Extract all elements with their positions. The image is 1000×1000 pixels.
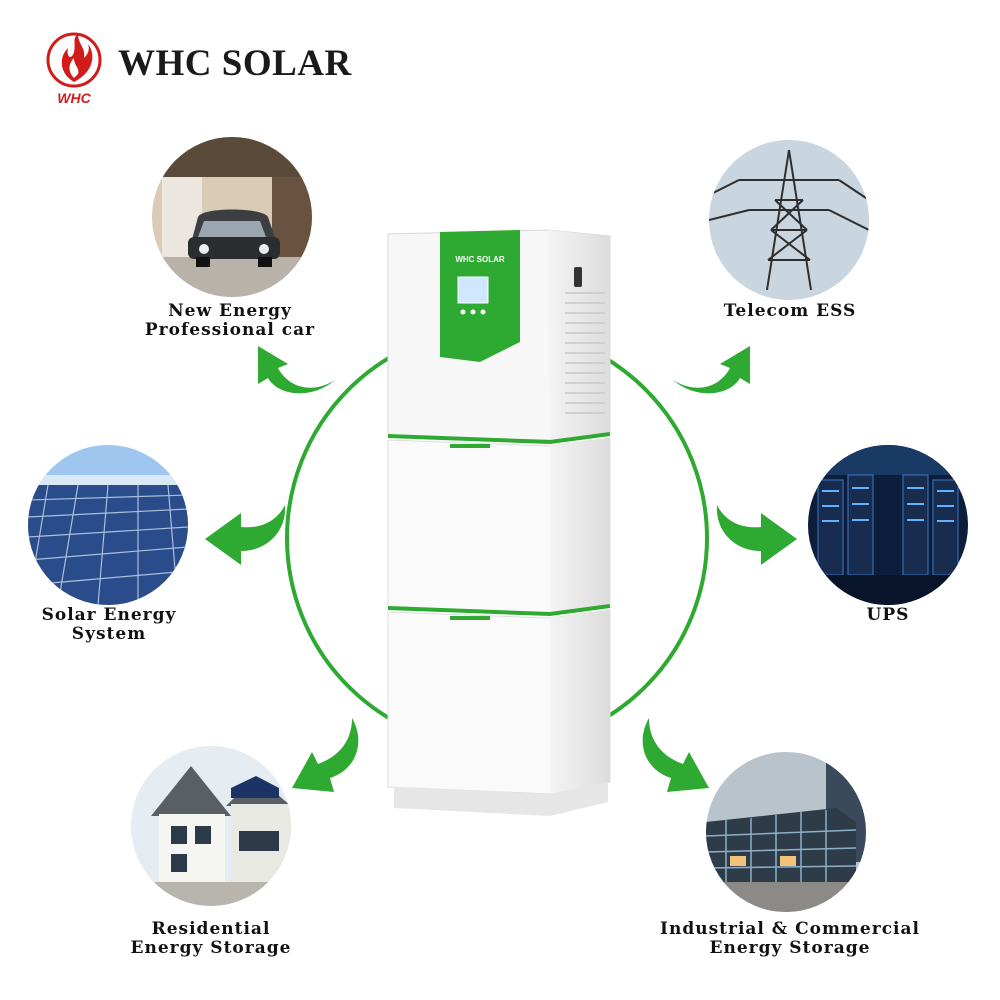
control-button <box>480 309 486 315</box>
application-telecom-ess <box>709 140 869 300</box>
arrow-to-industrial-icon <box>642 718 709 792</box>
application-new-energy-car <box>152 137 312 297</box>
label-residential-storage: Residential Energy Storage <box>100 920 322 958</box>
house-icon <box>131 746 291 906</box>
arrow-to-residential-icon <box>292 718 359 792</box>
brand-logo: WHC WHC SOLAR <box>38 28 351 108</box>
logo-mark-text: WHC <box>57 90 91 106</box>
lcd-screen <box>457 276 489 304</box>
brand-name: WHC SOLAR <box>118 43 352 84</box>
arrow-to-ups-icon <box>716 505 797 565</box>
label-new-energy-car: New Energy Professional car <box>110 302 350 340</box>
battery-module-2 <box>387 609 611 795</box>
application-residential-storage <box>131 746 291 906</box>
application-ups <box>808 445 968 605</box>
power-switch <box>574 267 582 287</box>
label-telecom-ess: Telecom ESS <box>680 302 900 321</box>
control-button <box>470 309 476 315</box>
label-ups: UPS <box>808 606 968 625</box>
control-module: WHC SOLAR <box>387 229 611 441</box>
label-line: New Energy <box>168 301 292 321</box>
label-line: Solar Energy <box>41 605 177 625</box>
label-industrial-storage: Industrial & Commercial Energy Storage <box>650 920 930 958</box>
power-tower-icon <box>709 140 869 300</box>
label-line: Energy Storage <box>130 938 292 958</box>
label-line: Industrial & Commercial <box>660 919 920 939</box>
label-line: Telecom ESS <box>723 301 857 321</box>
vent-grille <box>565 292 605 414</box>
battery-cabinet: WHC SOLAR <box>387 229 611 816</box>
battery-module-1 <box>387 437 611 615</box>
application-solar-energy-system <box>28 445 188 605</box>
label-line: System <box>71 624 147 644</box>
arrow-to-car-icon <box>258 346 335 394</box>
flame-logo-icon: WHC <box>46 32 102 106</box>
arrow-to-telecom-icon <box>673 346 750 394</box>
product-logo: WHC SOLAR <box>455 255 505 264</box>
label-line: UPS <box>866 605 910 625</box>
car-icon <box>152 137 312 297</box>
control-button <box>460 309 466 315</box>
label-line: Energy Storage <box>709 938 871 958</box>
label-solar-energy-system: Solar Energy System <box>0 606 218 644</box>
application-industrial-storage <box>706 752 866 912</box>
solar-panel-icon <box>28 445 188 605</box>
cabinet-base <box>394 782 608 816</box>
commercial-building-icon <box>706 752 866 912</box>
arrow-to-solar-icon <box>205 505 286 565</box>
label-line: Residential <box>151 919 271 939</box>
label-line: Professional car <box>144 320 316 340</box>
server-rack-icon <box>808 445 968 605</box>
